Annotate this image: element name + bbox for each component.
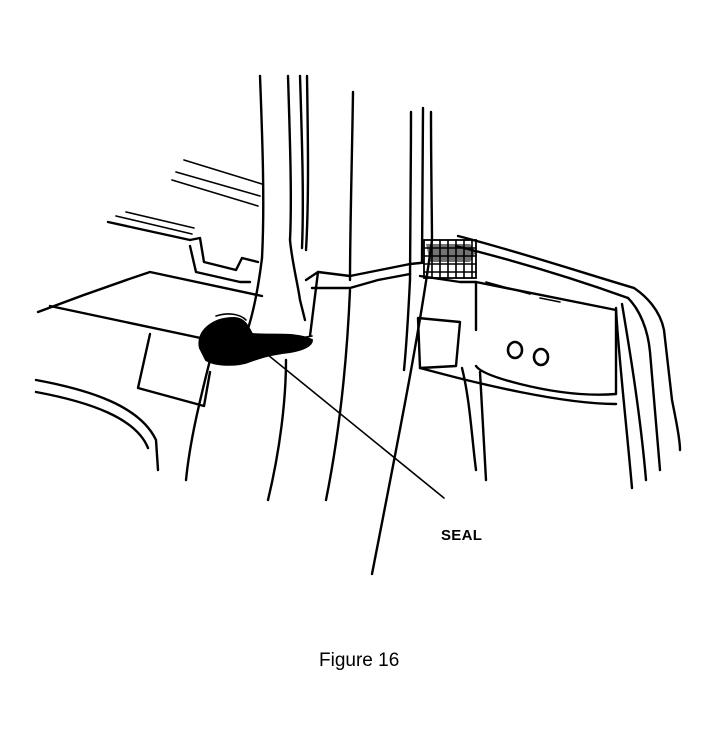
left-door-pillar [242,74,310,342]
right-rail [454,234,682,490]
seal-leader-line [251,341,445,499]
left-sill [34,270,264,482]
right-box-section [416,274,618,482]
center-post [266,90,355,502]
bolt-holes [506,340,550,367]
figure-caption: Figure 16 [319,650,400,671]
right-post [402,106,434,372]
diagonal-strut [370,238,434,576]
cross-header [304,260,432,338]
seal-blob-left [198,313,314,366]
upper-left-channel [106,159,263,284]
seal-callout-label: SEAL [441,527,483,544]
